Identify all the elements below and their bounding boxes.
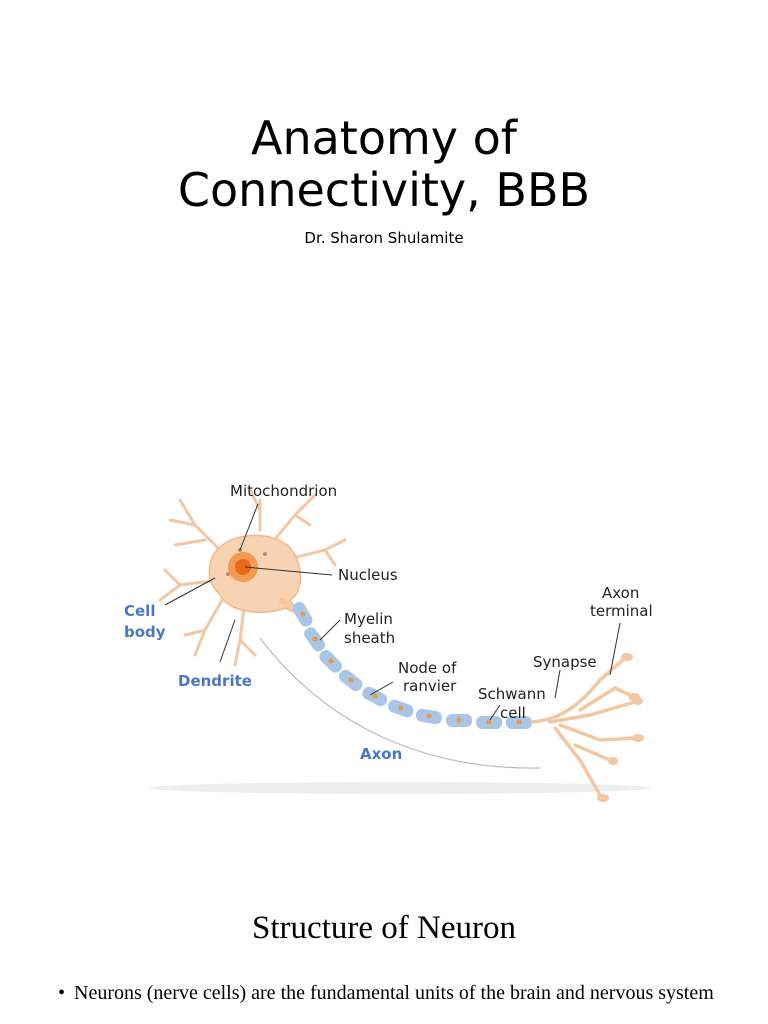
author-subtitle: Dr. Sharon Shulamite [304, 229, 464, 247]
nucleus-core [235, 559, 251, 575]
label-schwann-1: Schwann [478, 685, 546, 703]
neuron-diagram: Mitochondrion Nucleus Cell body Myelin s… [124, 482, 653, 802]
label-axon-terminal-1: Axon [602, 584, 639, 602]
content-slide: Structure of Neuron • Neurons (nerve cel… [0, 880, 768, 1024]
label-axon-terminal-2: terminal [590, 602, 653, 620]
label-myelin-2: sheath [344, 629, 395, 647]
label-cell-body-1: Cell [124, 602, 155, 620]
label-node-1: Node of [398, 659, 457, 677]
label-mitochondrion: Mitochondrion [230, 482, 337, 500]
label-dendrite: Dendrite [178, 672, 252, 690]
bullet-text: Neurons (nerve cells) are the fundamenta… [74, 982, 714, 1004]
label-synapse: Synapse [533, 653, 597, 671]
axon-terminal-branches [530, 656, 637, 797]
bullet-item: • Neurons (nerve cells) are the fundamen… [58, 982, 738, 1004]
label-axon: Axon [360, 745, 402, 763]
label-schwann-2: cell [500, 704, 526, 722]
section-heading: Structure of Neuron [252, 910, 516, 946]
label-node-2: ranvier [403, 677, 457, 695]
label-nucleus: Nucleus [338, 566, 398, 584]
schwann-nuclei [300, 611, 522, 725]
bullet-dot-icon: • [58, 982, 66, 1004]
leader-lines [164, 503, 621, 721]
synaptic-knobs [597, 653, 644, 802]
label-cell-body-2: body [124, 623, 166, 641]
dendrite-branches [158, 488, 347, 667]
axon-outline [259, 637, 541, 769]
title-line-2: Connectivity, BBB [177, 163, 591, 217]
bullet-list: • Neurons (nerve cells) are the fundamen… [58, 982, 738, 1004]
diagram-shadow [150, 782, 650, 794]
label-myelin-1: Myelin [344, 610, 393, 628]
slide-title: Anatomy of Connectivity, BBB [0, 112, 768, 216]
title-slide: Anatomy of Connectivity, BBB Dr. Sharon … [0, 112, 768, 802]
title-line-1: Anatomy of [251, 111, 517, 165]
